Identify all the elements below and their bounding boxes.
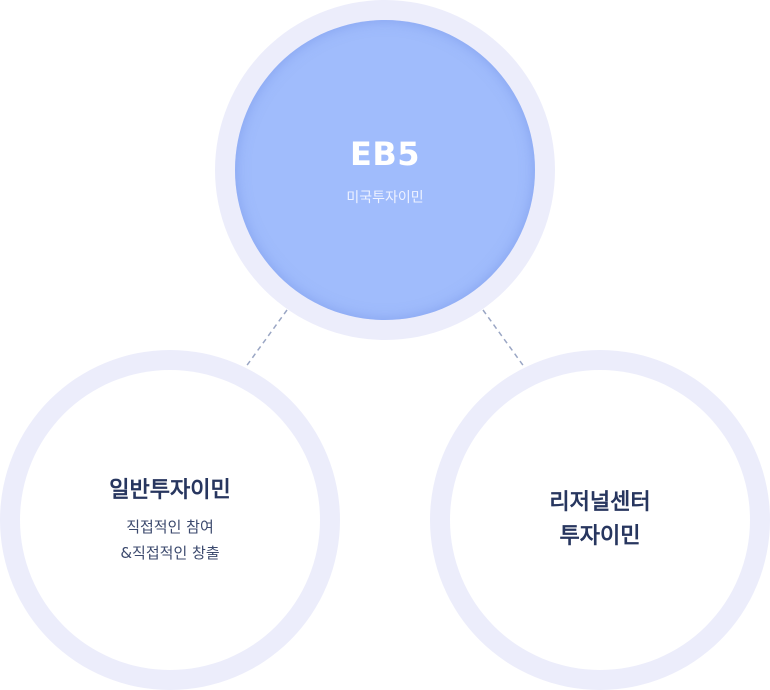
eb5-circle: EB5 미국투자이민 [235,20,535,320]
regional-center-node: 리저널센터 투자이민 [430,350,770,690]
regional-center-circle: 리저널센터 투자이민 [450,370,750,670]
general-investment-title: 일반투자이민 [109,478,231,503]
eb5-node: EB5 미국투자이민 [215,0,555,340]
connector-left [244,309,288,369]
general-investment-node: 일반투자이민 직접적인 참여 &직접적인 창출 [0,350,340,690]
general-investment-circle: 일반투자이민 직접적인 참여 &직접적인 창출 [20,370,320,670]
general-investment-line-2: &직접적인 창출 [120,544,220,562]
regional-center-title-1: 리저널센터 [549,490,651,515]
eb5-title: EB5 [349,135,420,173]
general-investment-line-1: 직접적인 참여 [126,518,214,536]
eb5-subtitle: 미국투자이민 [346,190,424,206]
connector-right [482,309,526,369]
regional-center-title-2: 투자이민 [559,524,641,549]
